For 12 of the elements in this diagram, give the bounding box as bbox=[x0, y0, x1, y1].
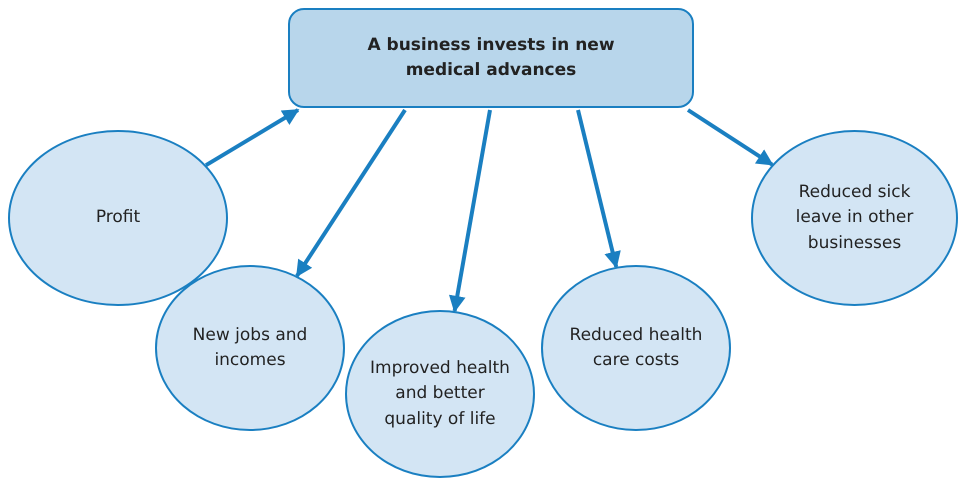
node-label: Reduced health care costs bbox=[568, 324, 704, 372]
arrow bbox=[204, 108, 300, 167]
node-label: Improved health and better quality of life bbox=[369, 356, 511, 431]
arrow bbox=[295, 108, 407, 278]
node-label: Profit bbox=[96, 206, 140, 230]
arrow bbox=[576, 110, 621, 268]
arrow bbox=[686, 108, 774, 166]
arrow bbox=[448, 110, 492, 313]
process-box bbox=[288, 8, 694, 108]
node-label: Reduced sick leave in other businesses bbox=[794, 180, 914, 255]
node-label: A business invests in new medical advances bbox=[366, 34, 616, 82]
node-label: New jobs and incomes bbox=[192, 324, 308, 372]
